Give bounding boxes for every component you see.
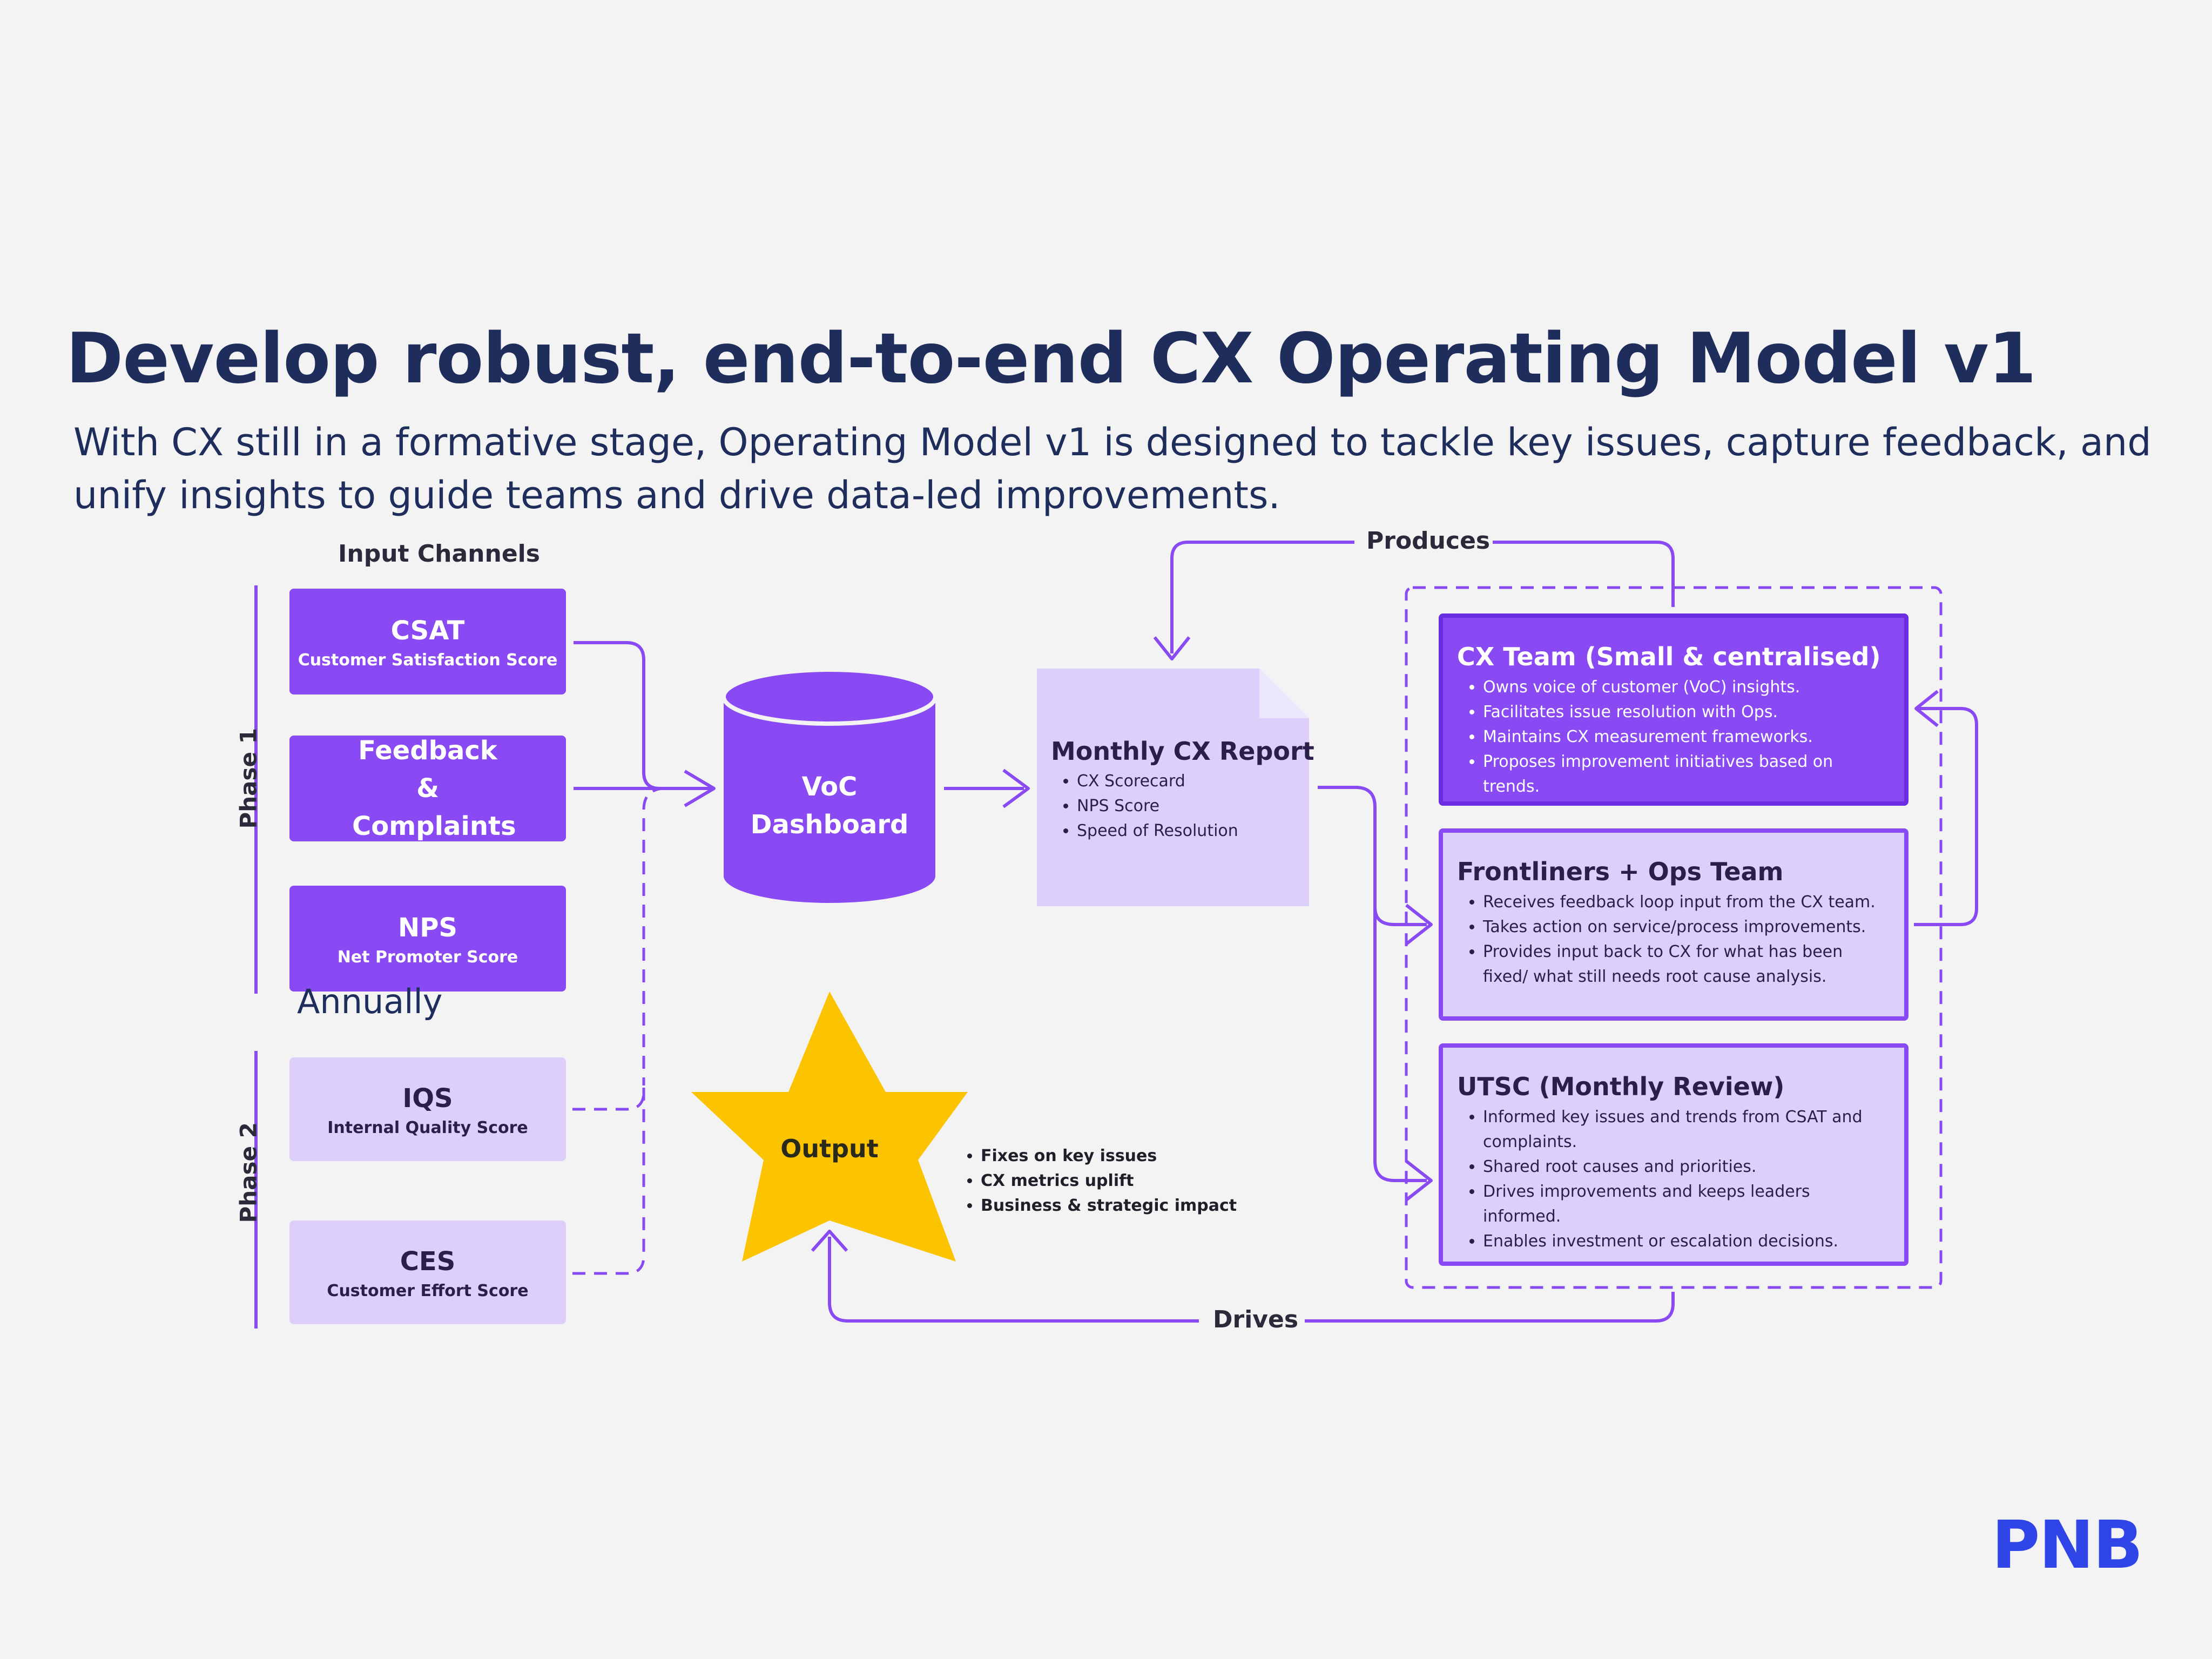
csat-arrow	[574, 641, 713, 790]
list-item: Facilitates issue resolution with Ops.	[1483, 700, 1888, 725]
frontliners-to-cx-arrow	[1914, 707, 1978, 926]
monthly-report: Monthly CX Report CX Scorecard NPS Score…	[1051, 733, 1314, 844]
annually-label: Annually	[297, 982, 443, 1021]
list-item: Receives feedback loop input from the CX…	[1483, 890, 1888, 915]
produces-line-right	[1493, 541, 1675, 607]
feedback-title: Feedback & Complaints	[352, 736, 516, 841]
report-title: Monthly CX Report	[1051, 737, 1314, 766]
frontliners-team-items: Receives feedback loop input from the CX…	[1457, 890, 1888, 989]
nps-box: NPS Net Promoter Score	[289, 886, 566, 992]
list-item: NPS Score	[1077, 794, 1299, 819]
csat-box: CSAT Customer Satisfaction Score	[289, 589, 566, 694]
drives-line-left	[828, 1237, 1199, 1323]
ces-dashed-connector	[572, 1085, 645, 1275]
list-item: Provides input back to CX for what has b…	[1483, 940, 1888, 989]
list-item: Drives improvements and keeps leaders in…	[1483, 1179, 1888, 1229]
csat-title: CSAT	[390, 616, 465, 646]
ces-box: CES Customer Effort Score	[289, 1220, 566, 1324]
list-item: Fixes on key issues	[981, 1144, 1283, 1169]
list-item: CX metrics uplift	[981, 1169, 1283, 1193]
teams-dashed-frame	[1405, 586, 1943, 1289]
frontliners-team-title: Frontliners + Ops Team	[1457, 857, 1784, 886]
cx-team-box: CX Team (Small & centralised) Owns voice…	[1439, 613, 1908, 806]
report-items: CX Scorecard NPS Score Speed of Resoluti…	[1051, 769, 1299, 844]
feedback-box: Feedback & Complaints	[289, 736, 566, 841]
ces-title: CES	[400, 1246, 456, 1277]
ces-subtitle: Customer Effort Score	[327, 1282, 529, 1300]
utsc-team-box: UTSC (Monthly Review) Informed key issue…	[1439, 1043, 1908, 1266]
output-star	[691, 992, 968, 1262]
list-item: CX Scorecard	[1077, 769, 1299, 794]
input-channels-heading: Input Channels	[338, 540, 540, 568]
produces-label: Produces	[1366, 527, 1491, 555]
phase1-label: Phase 1	[235, 728, 262, 829]
csat-subtitle: Customer Satisfaction Score	[298, 651, 558, 670]
list-item: Business & strategic impact	[981, 1193, 1283, 1218]
list-item: Maintains CX measurement frameworks.	[1483, 725, 1888, 750]
utsc-team-title: UTSC (Monthly Review)	[1457, 1072, 1785, 1101]
report-document-shape	[1037, 669, 1309, 906]
list-item: Proposes improvement initiatives based o…	[1483, 750, 1888, 799]
voc-dashboard-cylinder	[721, 667, 938, 903]
nps-subtitle: Net Promoter Score	[337, 948, 518, 967]
nps-title: NPS	[398, 913, 457, 943]
list-item: Informed key issues and trends from CSAT…	[1483, 1105, 1888, 1155]
utsc-team-items: Informed key issues and trends from CSAT…	[1457, 1105, 1888, 1254]
drives-line-right	[1305, 1292, 1675, 1323]
list-item: Speed of Resolution	[1077, 819, 1299, 844]
voc-dashboard-label: VoC Dashboard	[750, 772, 909, 840]
report-to-frontliners-arrow	[1373, 907, 1427, 926]
cx-team-items: Owns voice of customer (VoC) insights. F…	[1457, 675, 1888, 799]
dashboard-arrowhead	[684, 770, 716, 807]
list-item: Owns voice of customer (VoC) insights.	[1483, 675, 1888, 700]
page-subtitle: With CX still in a formative stage, Oper…	[73, 420, 2152, 517]
iqs-dashed-connector	[572, 1091, 645, 1111]
iqs-title: IQS	[402, 1083, 453, 1114]
report-to-utsc-arrow	[1318, 786, 1427, 1182]
drives-label: Drives	[1213, 1306, 1299, 1333]
list-item: Enables investment or escalation decisio…	[1483, 1229, 1888, 1254]
pnb-logo: PNB	[1992, 1507, 2143, 1583]
phase2-label: Phase 2	[235, 1122, 262, 1223]
iqs-subtitle: Internal Quality Score	[327, 1118, 528, 1137]
produces-line-left	[1170, 541, 1354, 653]
frontliners-team-box: Frontliners + Ops Team Receives feedback…	[1439, 828, 1908, 1021]
iqs-box: IQS Internal Quality Score	[289, 1057, 566, 1161]
list-item: Takes action on service/process improvem…	[1483, 915, 1888, 940]
output-items: Fixes on key issues CX metrics uplift Bu…	[961, 1144, 1283, 1218]
phase2-dashed-trunk	[642, 787, 666, 1085]
output-label: Output	[780, 1134, 879, 1163]
page-title: Develop robust, end-to-end CX Operating …	[66, 319, 2036, 399]
cx-team-title: CX Team (Small & centralised)	[1457, 642, 1881, 671]
list-item: Shared root causes and priorities.	[1483, 1155, 1888, 1179]
